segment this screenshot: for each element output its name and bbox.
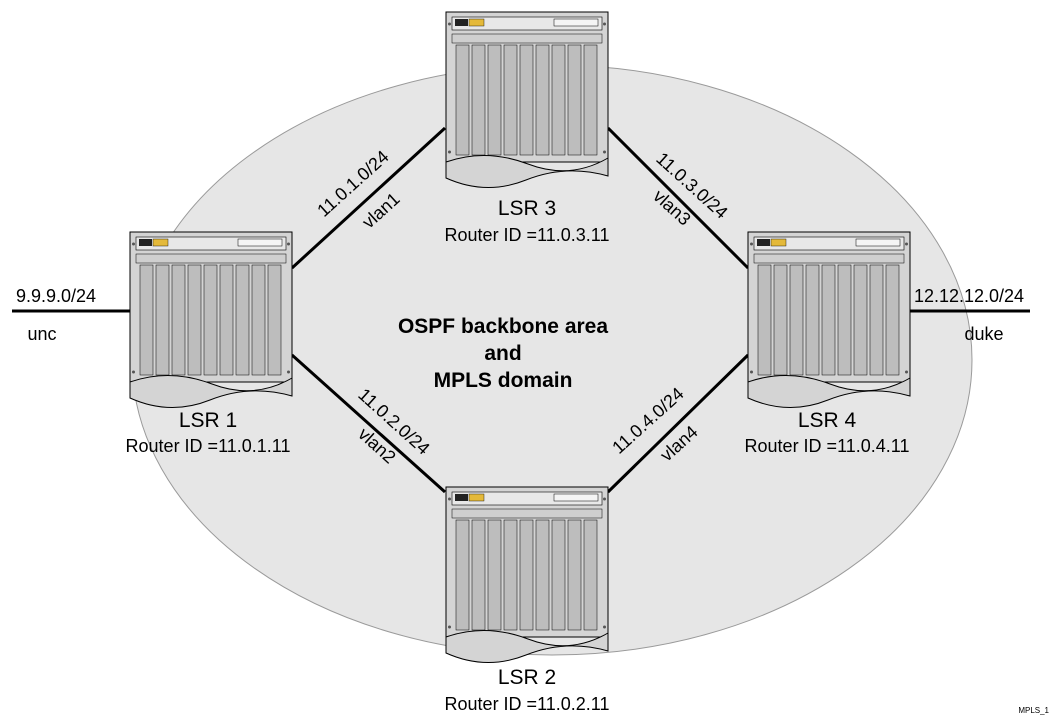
router-id-lsr2: Router ID =11.0.2.11 <box>445 694 610 714</box>
router-name-lsr2: LSR 2 <box>498 666 556 689</box>
center-label-line-1: OSPF backbone area <box>398 315 608 338</box>
router-name-lsr1: LSR 1 <box>179 409 237 432</box>
router-id-lsr3: Router ID =11.0.3.11 <box>445 225 610 245</box>
external-name-right: duke <box>964 324 1003 344</box>
external-subnet-left: 9.9.9.0/24 <box>16 286 96 306</box>
router-name-lsr4: LSR 4 <box>798 409 857 432</box>
link-lsr1-lsr2 <box>290 353 447 494</box>
router-chassis-lsr2 <box>445 486 609 664</box>
router-chassis-lsr1 <box>129 231 293 409</box>
figure-id: MPLS_1 <box>1018 706 1049 715</box>
router-chassis-lsr4 <box>747 231 911 409</box>
router-name-lsr3: LSR 3 <box>498 197 556 220</box>
external-name-left: unc <box>27 324 56 344</box>
center-label-line-3: MPLS domain <box>434 369 573 392</box>
router-id-lsr4: Router ID =11.0.4.11 <box>745 436 910 456</box>
link-lsr1-lsr3 <box>290 126 447 270</box>
link-lsr2-lsr4 <box>606 353 750 494</box>
router-chassis-lsr3 <box>445 11 609 189</box>
external-subnet-right: 12.12.12.0/24 <box>914 286 1024 306</box>
link-lsr3-lsr4 <box>606 126 750 270</box>
router-id-lsr1: Router ID =11.0.1.11 <box>126 436 291 456</box>
center-label-line-2: and <box>484 342 521 365</box>
